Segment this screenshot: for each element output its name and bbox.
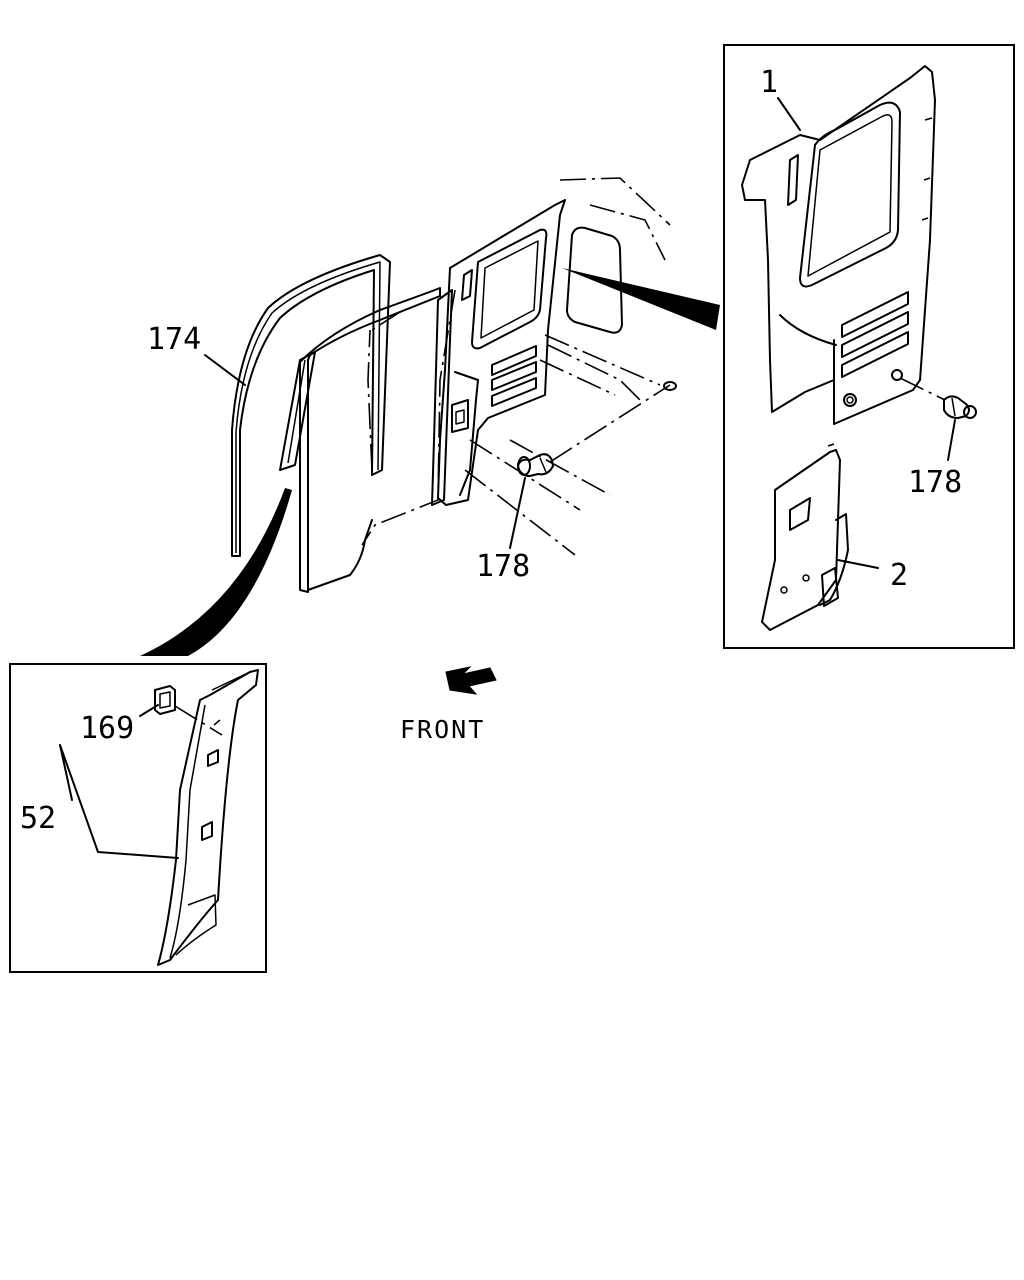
callout-174: 174 xyxy=(147,322,201,357)
lower-trim-detail xyxy=(761,443,849,631)
callout-178-main: 178 xyxy=(476,549,530,584)
leader-178-main xyxy=(509,477,526,549)
front-arrow-icon xyxy=(445,666,497,695)
callout-wedge-lower xyxy=(140,488,292,656)
clip-178-detail xyxy=(899,377,977,419)
callout-wedge-upper xyxy=(562,268,720,330)
leader-2 xyxy=(837,559,879,569)
detail-box-upper xyxy=(723,44,1015,649)
callout-178-detail: 178 xyxy=(908,465,962,500)
clip-178-main xyxy=(517,381,677,477)
rear-panel-detail xyxy=(741,65,936,425)
leader-52 xyxy=(59,744,179,859)
leader-178-detail xyxy=(947,419,956,461)
pillar-trim-detail xyxy=(157,669,259,966)
cab-rear-view xyxy=(299,177,671,593)
callout-169: 169 xyxy=(80,711,134,746)
callout-1: 1 xyxy=(760,65,778,100)
front-direction-label: FRONT xyxy=(400,715,485,744)
leader-169 xyxy=(139,704,159,717)
leader-174 xyxy=(204,354,246,386)
clip-169-detail xyxy=(154,685,223,736)
leader-1 xyxy=(777,97,801,131)
callout-2: 2 xyxy=(890,558,908,593)
weatherstrip-174 xyxy=(231,254,391,557)
callout-52: 52 xyxy=(20,801,56,836)
